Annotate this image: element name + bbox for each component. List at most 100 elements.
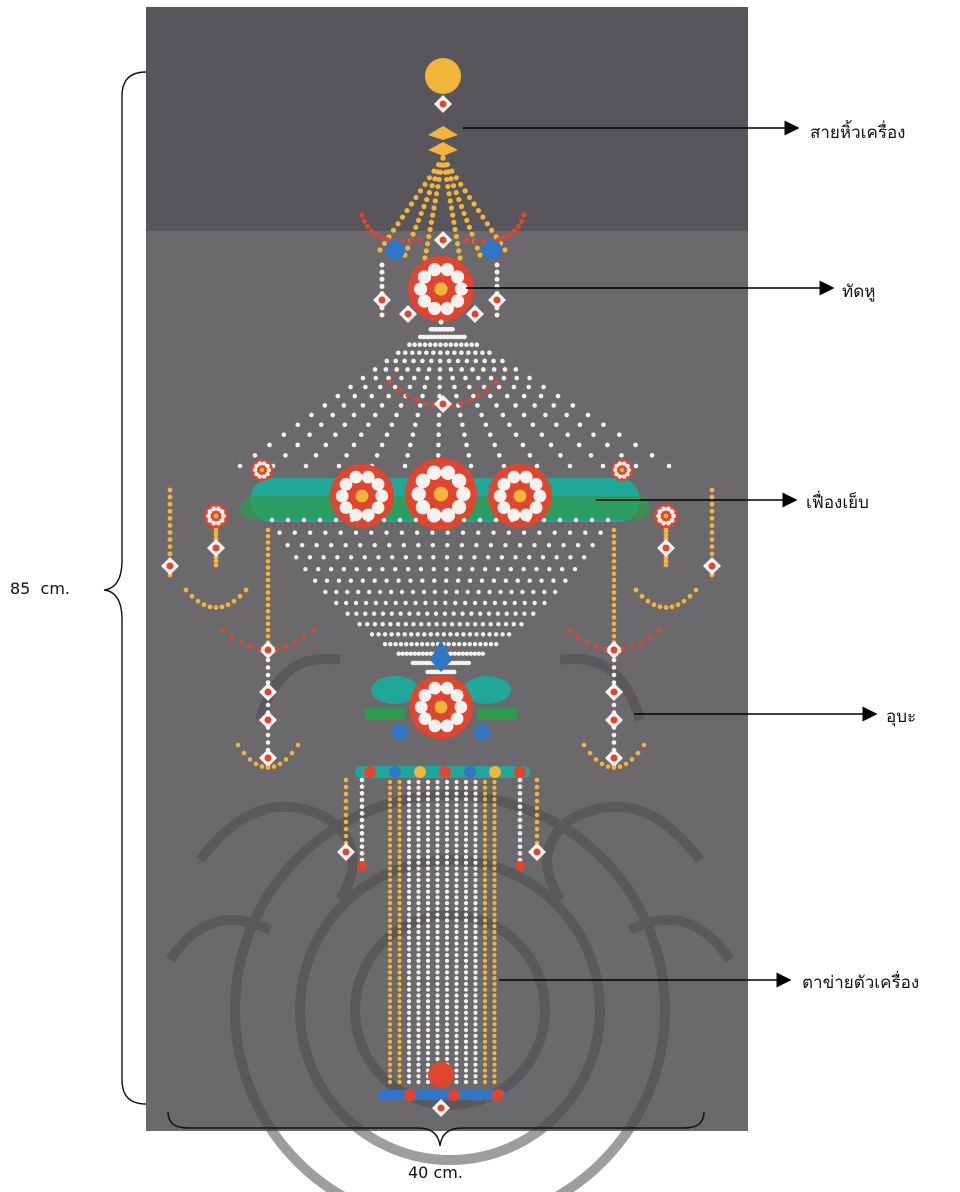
ta-khai-strand	[435, 970, 439, 974]
ta-khai-strand	[492, 884, 496, 888]
ta-khai-strand	[397, 936, 401, 940]
short-strand	[535, 806, 540, 811]
net-top-bead	[364, 766, 376, 778]
ta-khai-strand	[454, 936, 458, 940]
side-swag	[682, 599, 687, 604]
side-strand	[168, 530, 173, 535]
net-strand	[416, 632, 420, 636]
net-strand	[444, 590, 448, 594]
side-u-ba-swag	[582, 743, 587, 748]
net-strand	[488, 622, 492, 626]
net-strand	[349, 579, 353, 583]
net-strand	[396, 652, 400, 656]
swag-strand	[617, 432, 622, 437]
u-ba-flower-petal	[428, 682, 441, 695]
ta-khai-strand	[483, 895, 487, 899]
net-strand	[453, 601, 457, 605]
side-u-ba-strand	[266, 733, 271, 738]
swag-strand	[366, 422, 371, 427]
ta-khai-strand	[388, 901, 392, 905]
pendant-flower-dot	[379, 297, 386, 304]
ta-khai-strand	[483, 941, 487, 945]
net-strand	[452, 670, 456, 674]
height-label: 85 cm.	[10, 579, 70, 598]
ta-khai-strand	[464, 941, 468, 945]
ta-khai-strand	[483, 965, 487, 969]
ta-khai-strand	[397, 988, 401, 992]
hanger-strand	[454, 234, 459, 239]
ta-khai-strand	[473, 866, 477, 870]
short-strand	[518, 811, 523, 816]
ta-khai-strand	[388, 1080, 392, 1084]
ta-khai-strand	[416, 797, 420, 801]
net-strand	[402, 632, 406, 636]
ta-khai-strand	[473, 849, 477, 853]
crown-blue	[385, 240, 405, 260]
net-strand	[560, 567, 564, 571]
ta-khai-strand	[435, 953, 439, 957]
net-strand	[408, 652, 412, 656]
u-ba-side-strand	[266, 590, 271, 595]
u-ba-flower-petal	[454, 701, 467, 714]
swag-strand	[348, 385, 353, 390]
ta-khai-strand	[454, 786, 458, 790]
swag-strand	[369, 394, 374, 399]
short-strand	[535, 792, 540, 797]
net-strand	[507, 632, 511, 636]
ta-khai-strand	[397, 1040, 401, 1044]
net-strand	[381, 612, 385, 616]
side-swag	[646, 599, 651, 604]
ta-khai-strand	[435, 1051, 439, 1055]
net-strand	[468, 579, 472, 583]
ta-khai-strand	[445, 843, 449, 847]
ta-khai-strand	[397, 820, 401, 824]
ta-khai-strand	[388, 843, 392, 847]
ta-khai-strand	[435, 895, 439, 899]
ta-khai-strand	[483, 849, 487, 853]
ta-khai-strand	[473, 970, 477, 974]
ta-khai-strand	[388, 832, 392, 836]
ta-khai-strand	[435, 907, 439, 911]
hanger-strand	[449, 205, 454, 210]
ta-khai-strand	[397, 1028, 401, 1032]
net-strand	[537, 531, 541, 535]
side-u-ba-flower-dot	[265, 689, 272, 696]
net-strand	[420, 579, 424, 583]
swag-strand	[380, 403, 385, 408]
ta-khai-strand	[483, 999, 487, 1003]
crown-arm	[516, 224, 521, 229]
net-strand	[329, 567, 333, 571]
side-strand	[710, 509, 715, 514]
ta-khai-strand	[426, 838, 430, 842]
u-ba-green	[477, 708, 517, 720]
net-strand	[400, 531, 404, 535]
ta-khai-strand	[407, 913, 411, 917]
ta-khai-strand	[483, 1063, 487, 1067]
ta-khai-strand	[388, 780, 392, 784]
ta-khai-strand	[492, 1068, 496, 1072]
ta-khai-strand	[492, 941, 496, 945]
ta-khai-strand	[464, 965, 468, 969]
ta-khai-strand	[416, 1045, 420, 1049]
side-swag	[688, 594, 693, 599]
net-strand	[442, 632, 446, 636]
net-strand	[417, 555, 421, 559]
side-u-ba-flower-dot	[265, 717, 272, 724]
hanger-strand	[409, 201, 414, 206]
ta-khai-strand	[407, 1045, 411, 1049]
swag-strand	[336, 394, 341, 399]
ta-khai-strand	[492, 872, 496, 876]
short-strand	[344, 778, 349, 783]
side-u-ba-flower-dot	[611, 755, 618, 762]
swag-strand	[352, 413, 357, 418]
short-strand	[518, 831, 523, 836]
ta-khai-strand	[492, 907, 496, 911]
ta-khai-strand	[426, 918, 430, 922]
net-strand	[476, 590, 480, 594]
swag-strand	[314, 453, 319, 458]
pendant-flower-dot	[494, 297, 501, 304]
ta-khai-strand	[492, 826, 496, 830]
ta-khai-strand	[426, 815, 430, 819]
ta-khai-strand	[464, 1016, 468, 1020]
